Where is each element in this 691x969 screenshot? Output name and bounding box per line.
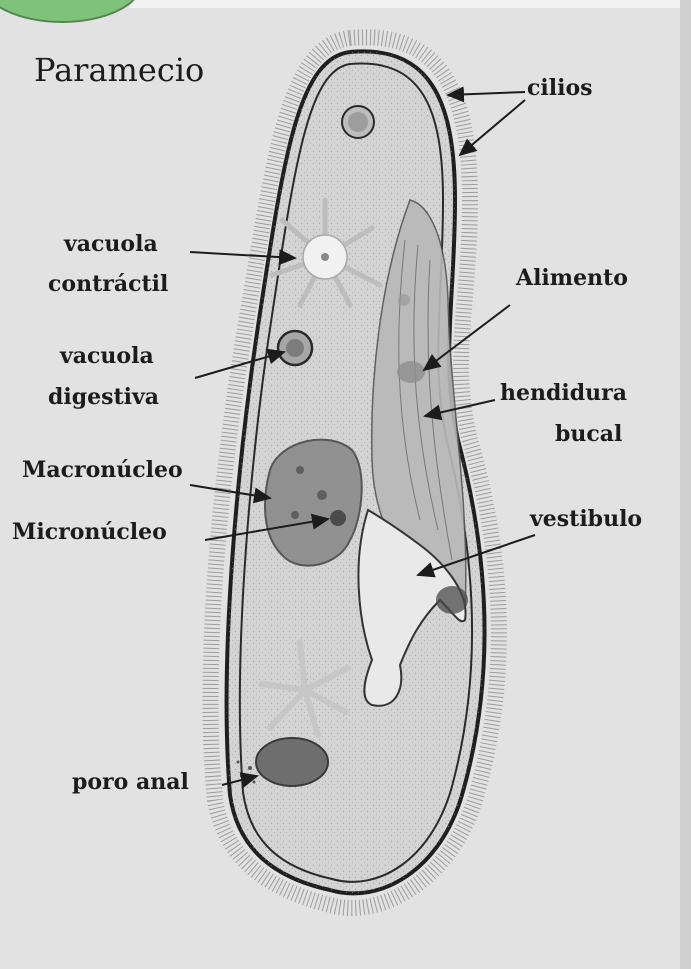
label-vacuola-digestiva-line2: digestiva	[48, 385, 159, 411]
food-particle	[397, 361, 425, 383]
digestive-vacuole-inner	[286, 339, 304, 357]
anal-pore	[256, 738, 328, 786]
label-alimento: Alimento	[516, 266, 628, 292]
micronucleus	[330, 510, 346, 526]
macronucleus	[265, 440, 362, 566]
label-hendidura-line1: hendidura	[500, 381, 627, 407]
label-vacuola-digestiva-line1: vacuola	[60, 344, 154, 370]
macronucleus-spot	[296, 466, 304, 474]
contractile-vacuole-dot	[321, 253, 329, 261]
label-vacuola-contractil-line2: contráctil	[48, 272, 168, 298]
label-vacuola-contractil-line1: vacuola	[64, 232, 158, 258]
food-vacuole-top-inner	[348, 112, 368, 132]
label-micronucleo: Micronúcleo	[12, 520, 167, 546]
label-vestibulo: vestibulo	[530, 507, 642, 533]
food-particle-small	[398, 294, 410, 306]
top-strip	[130, 0, 691, 8]
diagram-title: Paramecio	[34, 52, 204, 90]
vestibule-dark	[436, 586, 468, 614]
macronucleus-spot	[291, 511, 299, 519]
label-poro-anal: poro anal	[72, 770, 189, 796]
right-edge-shadow	[680, 0, 691, 969]
label-macronucleo: Macronúcleo	[22, 458, 183, 484]
macronucleus-spot	[317, 490, 327, 500]
label-cilios: cilios	[527, 76, 593, 102]
label-hendidura-line2: bucal	[555, 422, 622, 448]
